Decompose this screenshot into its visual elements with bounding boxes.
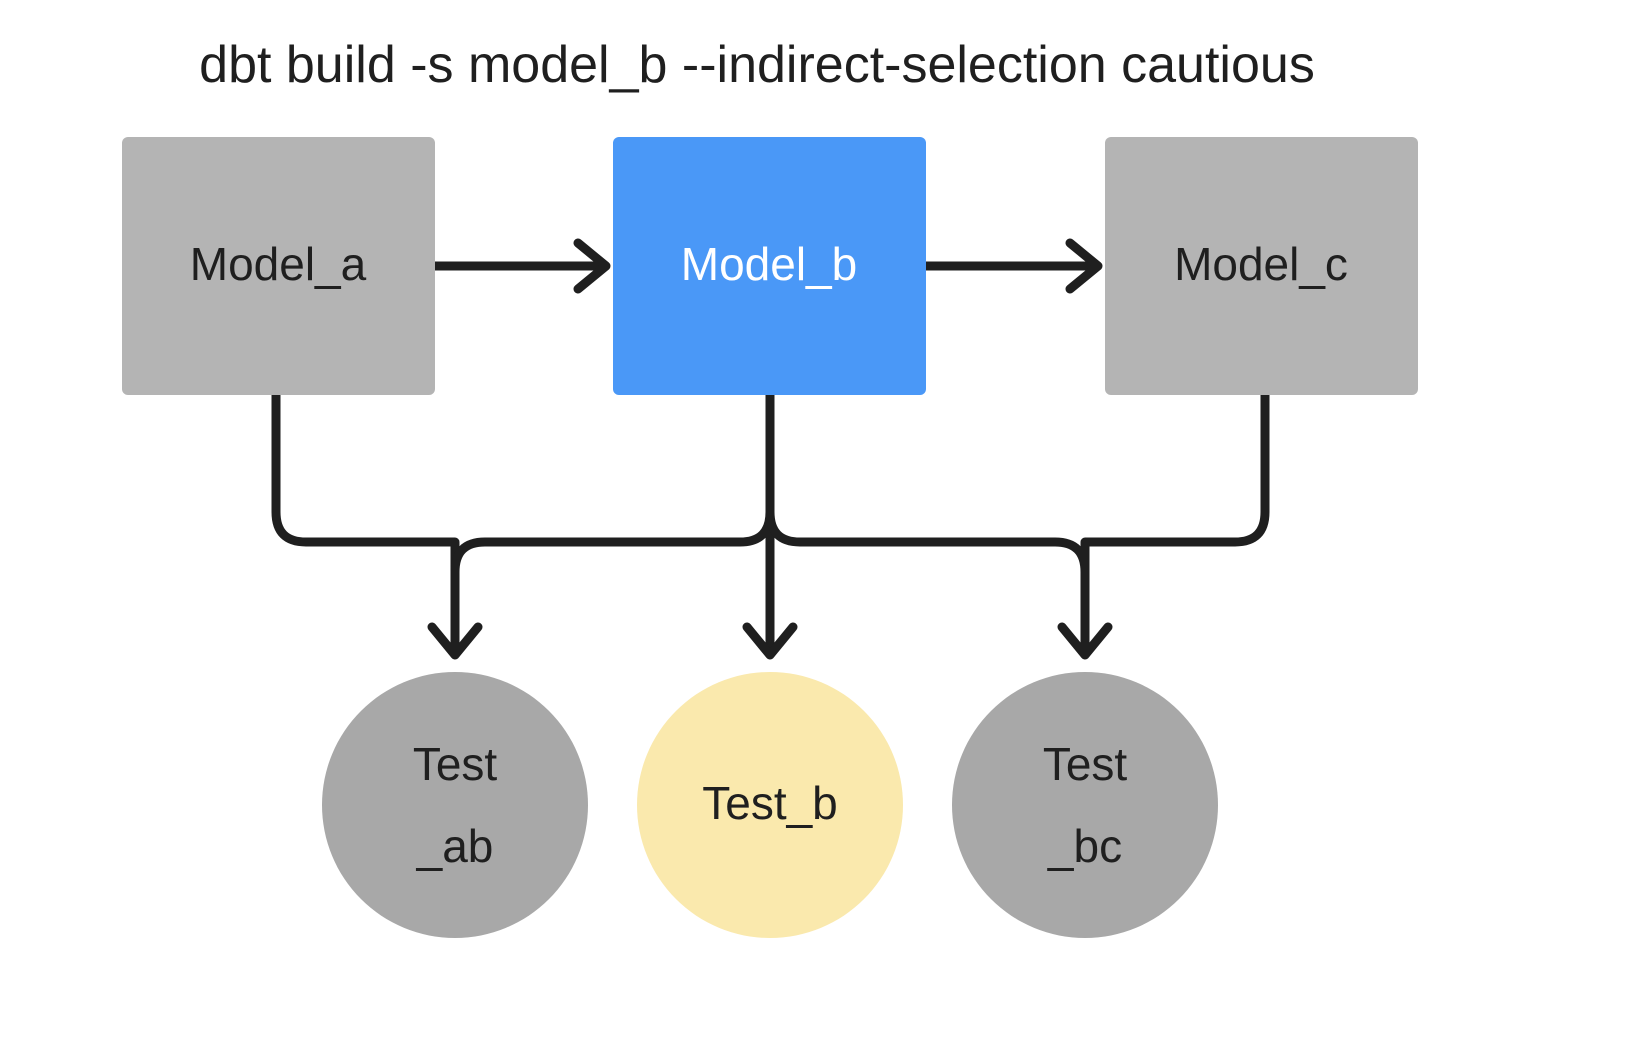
node-label: Model_a xyxy=(190,238,367,290)
page-title: dbt build -s model_b --indirect-selectio… xyxy=(199,36,1315,94)
arrow-head-icon xyxy=(742,622,798,660)
node-test-bc[interactable]: Test _bc xyxy=(952,672,1218,938)
node-label: Model_b xyxy=(681,238,857,290)
edge-line xyxy=(450,395,775,650)
node-shape-rect[interactable] xyxy=(122,137,435,395)
node-label-line-1: Test_b xyxy=(702,777,838,829)
edge-line xyxy=(1080,395,1270,650)
node-label-line-2: _ab xyxy=(416,820,494,872)
edge-model-c-to-test-bc xyxy=(1057,395,1270,660)
node-shape-rect[interactable] xyxy=(613,137,926,395)
node-label-line-2: _bc xyxy=(1047,820,1122,872)
edge-line xyxy=(765,395,1090,650)
edge-layer xyxy=(271,238,1270,660)
arrow-head-icon xyxy=(573,238,611,294)
node-test-ab[interactable]: Test _ab xyxy=(322,672,588,938)
edge-model-a-to-test-ab xyxy=(271,395,460,650)
edge-model-b-to-model-c xyxy=(926,238,1103,294)
edge-line xyxy=(271,395,460,650)
node-model-b[interactable]: Model_b xyxy=(613,137,926,395)
node-label-line-1: Test xyxy=(1043,738,1128,790)
edge-model-b-to-test-bc xyxy=(765,395,1090,650)
arrow-head-icon xyxy=(1065,238,1103,294)
node-shape-circle[interactable] xyxy=(637,672,903,938)
node-model-c[interactable]: Model_c xyxy=(1105,137,1418,395)
node-shape-circle[interactable] xyxy=(952,672,1218,938)
arrow-head-icon xyxy=(427,622,483,660)
node-shape-rect[interactable] xyxy=(1105,137,1418,395)
node-label-line-1: Test xyxy=(413,738,498,790)
node-model-a[interactable]: Model_a xyxy=(122,137,435,395)
test-node-layer: Test _ab Test_b Test _bc xyxy=(322,672,1218,938)
node-shape-circle[interactable] xyxy=(322,672,588,938)
arrow-head-icon xyxy=(1057,622,1113,660)
edge-model-a-to-model-b xyxy=(435,238,611,294)
model-node-layer: Model_a Model_b Model_c xyxy=(122,137,1418,395)
edge-model-b-to-test-ab xyxy=(427,395,775,660)
node-test-b[interactable]: Test_b xyxy=(637,672,903,938)
node-label: Model_c xyxy=(1174,238,1348,290)
